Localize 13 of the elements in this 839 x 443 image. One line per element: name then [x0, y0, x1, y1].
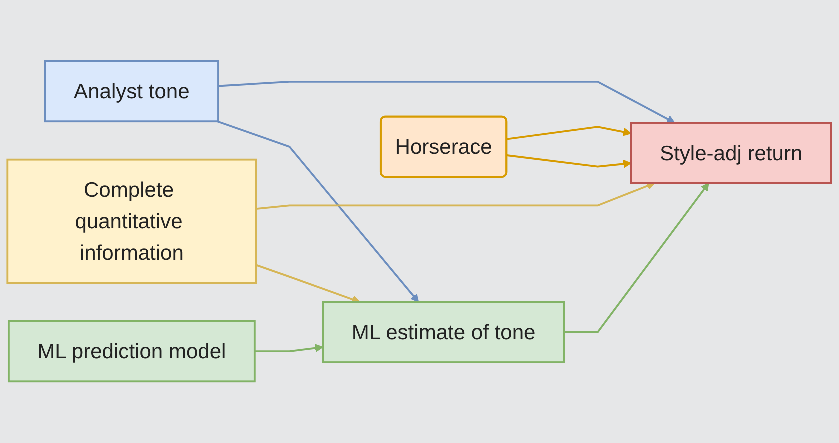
- arrow: [254, 344, 324, 352]
- arrow: [507, 126, 632, 140]
- node-box: ML prediction model: [8, 320, 256, 383]
- node-box: Analyst tone: [44, 60, 220, 123]
- arrow: [564, 182, 710, 334]
- arrow: [217, 120, 420, 303]
- node-box: ML estimate of tone: [322, 301, 566, 364]
- arrow: [218, 80, 676, 124]
- node-box: Style-adj return: [630, 122, 832, 184]
- arrow: [507, 154, 632, 168]
- arrow: [256, 182, 656, 210]
- node-box: Complete quantitative information: [6, 158, 258, 284]
- arrow: [256, 264, 360, 304]
